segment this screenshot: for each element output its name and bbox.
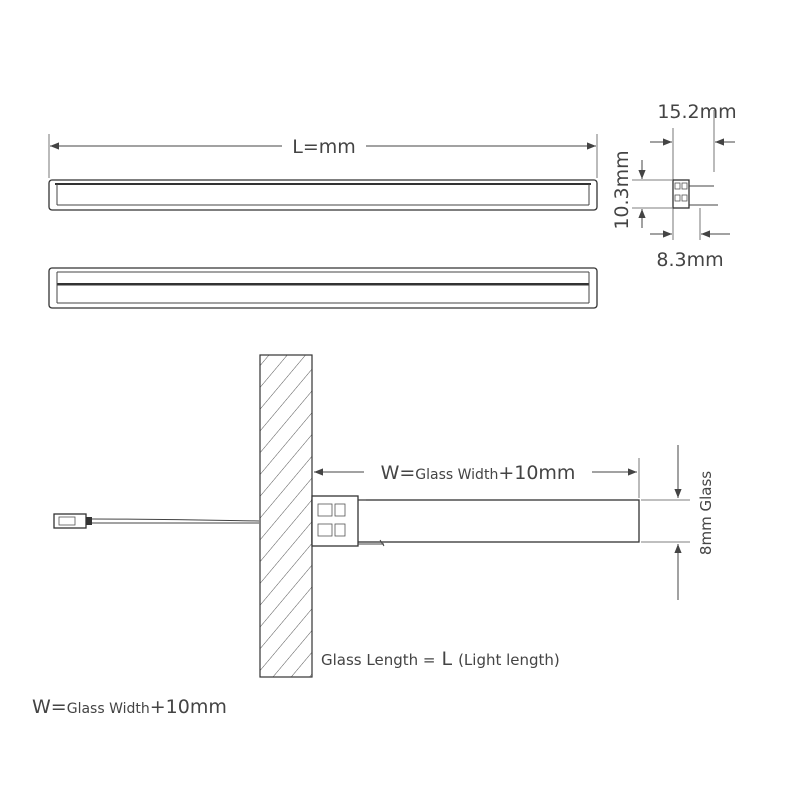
glass-length-label: Glass Length =L(Light length) <box>321 648 560 670</box>
w-dimension: W=Glass Width+10mm <box>314 458 640 498</box>
power-cable <box>53 513 260 529</box>
profile-height-label: 10.3mm <box>611 150 633 229</box>
profile-cross-section: 15.2mm 10.3mm 8.3mm <box>611 101 737 271</box>
glass-thickness-dimension: 8mm Glass <box>641 445 715 600</box>
profile-width-label: 15.2mm <box>657 101 736 123</box>
length-label: L=mm <box>292 136 356 158</box>
light-clip-profile <box>311 495 385 547</box>
footer-w-formula: W=Glass Width+10mm <box>32 696 227 718</box>
light-bar-top-view <box>48 179 598 211</box>
length-dimension: L=mm <box>48 134 598 178</box>
cabinet-wall <box>259 354 313 678</box>
light-bar-side-view <box>48 267 598 309</box>
profile-depth-label: 8.3mm <box>656 249 723 271</box>
w-dimension-label: W=Glass Width+10mm <box>381 462 576 484</box>
glass-shelf <box>311 499 640 543</box>
glass-thickness-label: 8mm Glass <box>697 471 715 555</box>
